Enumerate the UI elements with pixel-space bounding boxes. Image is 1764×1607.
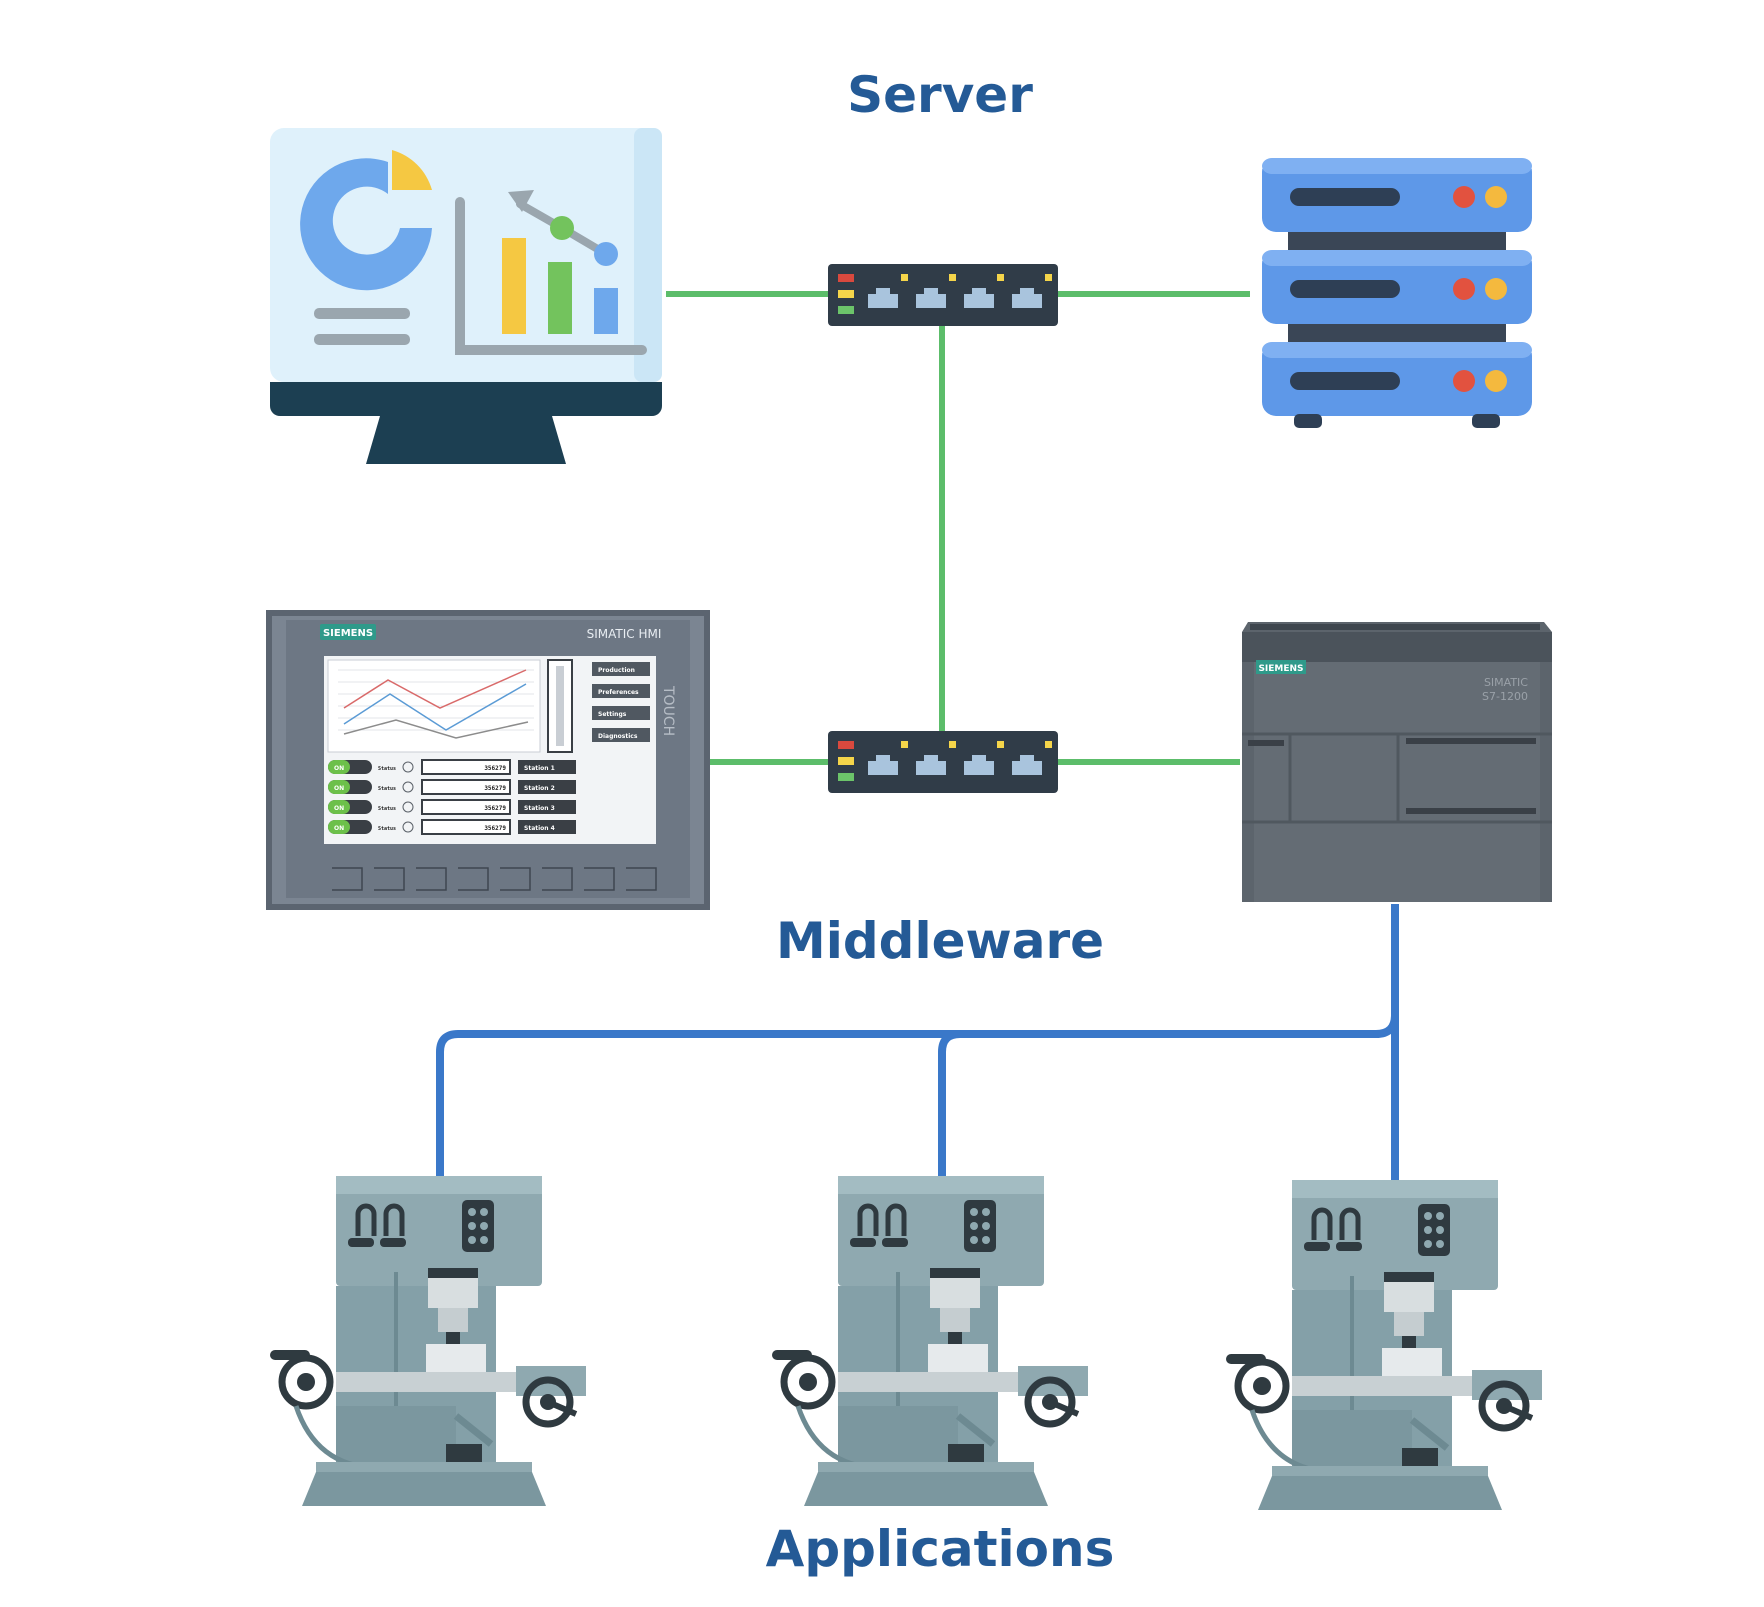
hmi-status-label: Status (378, 826, 396, 832)
hmi-status-value: 356279 (484, 825, 506, 832)
layer-title-applications: Applications (766, 1520, 1115, 1578)
hmi-status-row: ON Status 356279 Station 1 (328, 759, 576, 775)
plc-brand-label: SIEMENS (1258, 664, 1303, 674)
plc-controller: SIEMENS SIMATIC S7-1200 (1242, 622, 1552, 902)
hmi-menu-button[interactable] (592, 684, 650, 698)
milling-machine-icon (772, 1176, 1088, 1506)
milling-machine-icon (1226, 1180, 1542, 1510)
hmi-side-label: TOUCH (660, 685, 676, 736)
network-switch-icon (828, 731, 1058, 793)
hmi-brand-label: SIEMENS (323, 628, 373, 639)
hmi-status-value: 356279 (484, 785, 506, 792)
network-switch-icon (828, 264, 1058, 326)
hmi-status-row: ON Status 356279 Station 3 (328, 799, 576, 815)
hmi-station-label[interactable]: Station 3 (524, 805, 555, 812)
hmi-station-label[interactable]: Station 4 (524, 825, 555, 832)
link-bus-to-machine-2 (938, 1030, 961, 1182)
hmi-toggle-label[interactable]: ON (334, 825, 344, 832)
hmi-panel: SIEMENS SIMATIC HMI TOUCH Production Pre… (266, 610, 710, 910)
hmi-station-label[interactable]: Station 2 (524, 785, 555, 792)
hmi-menu-label: Diagnostics (598, 733, 638, 740)
milling-machine-icon (270, 1176, 586, 1506)
hmi-menu-button[interactable] (592, 662, 650, 676)
hmi-model-label: SIMATIC HMI (587, 627, 662, 641)
hmi-status-label: Status (378, 786, 396, 792)
server-rack-icon (1262, 158, 1532, 428)
hmi-menu: Production Preferences Settings Diagnost… (592, 662, 650, 742)
plc-model-line2: S7-1200 (1482, 690, 1528, 703)
hmi-status-row: ON Status 356279 Station 4 (328, 819, 576, 835)
hmi-menu-label: Preferences (598, 689, 639, 696)
hmi-status-value: 356279 (484, 765, 506, 772)
hmi-station-label[interactable]: Station 1 (524, 765, 555, 772)
plc-model-line1: SIMATIC (1484, 676, 1528, 689)
hmi-function-keys (332, 867, 657, 891)
hmi-status-value: 356279 (484, 805, 506, 812)
fieldbus-links (436, 904, 1399, 1182)
hmi-toggle-label[interactable]: ON (334, 765, 344, 772)
hmi-status-label: Status (378, 766, 396, 772)
hmi-toggle-label[interactable]: ON (334, 785, 344, 792)
bus-trunk (436, 1014, 1399, 1182)
layer-title-server: Server (847, 66, 1033, 124)
hmi-menu-button[interactable] (592, 706, 650, 720)
hmi-status-row: ON Status 356279 Station 2 (328, 779, 576, 795)
monitor-dashboard-icon (270, 128, 662, 464)
hmi-status-label: Status (378, 806, 396, 812)
hmi-status-rows: ON Status 356279 Station 1 ON Status 356… (328, 759, 576, 835)
hmi-menu-button[interactable] (592, 728, 650, 742)
hmi-menu-label: Settings (598, 711, 627, 718)
ethernet-links (666, 291, 1250, 765)
hmi-toggle-label[interactable]: ON (334, 805, 344, 812)
layer-title-middleware: Middleware (776, 912, 1104, 970)
hmi-menu-label: Production (598, 667, 635, 674)
